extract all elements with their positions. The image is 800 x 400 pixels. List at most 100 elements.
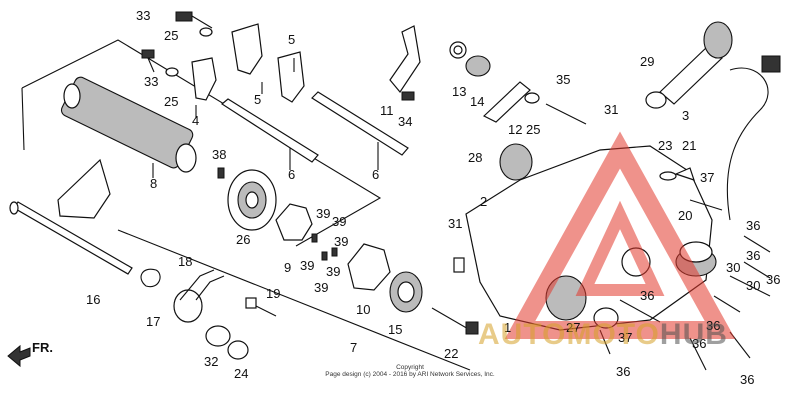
copyright-line-2: Page design (c) 2004 - 2016 by ARI Netwo…: [325, 371, 495, 378]
label-25-mid: 25: [164, 94, 178, 109]
label-31-top: 31: [604, 102, 618, 117]
bolt-33-top: [175, 11, 213, 37]
return-spring-18: [173, 269, 225, 323]
clip-21: [674, 167, 695, 181]
label-39-b: 39: [332, 214, 346, 229]
label-39-f: 39: [314, 280, 328, 295]
label-9: 9: [284, 260, 291, 275]
label-39-e: 39: [326, 264, 340, 279]
label-3: 3: [682, 108, 689, 123]
shift-forks: [191, 23, 305, 118]
part-labels: 33 25 5 4 8 6 11 34 13 14 12 35 29 3 31 …: [32, 8, 780, 387]
label-13: 13: [452, 84, 466, 99]
label-21: 21: [682, 138, 696, 153]
bearing-26: [227, 169, 277, 231]
washer-25-arm: [524, 92, 540, 104]
label-15: 15: [388, 322, 402, 337]
label-26: 26: [236, 232, 250, 247]
bolt-35: [545, 103, 587, 125]
watermark-suffix: HUB: [659, 318, 728, 351]
label-1: 1: [504, 320, 511, 335]
label-24: 24: [234, 366, 248, 381]
front-arrow-label: FR.: [32, 340, 53, 355]
shift-cam-10: [347, 243, 391, 291]
label-36-b: 36: [746, 248, 760, 263]
bolt-37: [689, 199, 723, 211]
label-35: 35: [556, 72, 570, 87]
label-33-mid: 33: [144, 74, 158, 89]
assembly-box-bottom: [117, 229, 471, 371]
label-8: 8: [150, 176, 157, 191]
label-31-mid: 31: [448, 216, 462, 231]
stopper-plate: [389, 25, 421, 94]
clip-17: [140, 268, 161, 288]
shift-arm: [482, 81, 531, 123]
label-6-left: 6: [288, 167, 295, 182]
dowel-31: [453, 257, 465, 273]
label-36-right: 36: [746, 218, 760, 233]
bolt-34: [401, 91, 415, 101]
label-28: 28: [468, 150, 482, 165]
label-38: 38: [212, 147, 226, 162]
label-25-top: 25: [164, 28, 178, 43]
label-6-right: 6: [372, 167, 379, 182]
label-39-a: 39: [316, 206, 330, 221]
label-19: 19: [266, 286, 280, 301]
washer-32: [205, 325, 231, 347]
label-30-b: 30: [746, 278, 760, 293]
spring-13: [449, 41, 467, 59]
label-34: 34: [398, 114, 412, 129]
label-33-top: 33: [136, 8, 150, 23]
bolt-22: [431, 307, 479, 335]
front-arrow: [7, 344, 31, 368]
label-30-a: 30: [726, 260, 740, 275]
label-2: 2: [480, 194, 487, 209]
pin-39-c: [331, 247, 338, 257]
label-36-g: 36: [740, 372, 754, 387]
label-37-b: 37: [618, 330, 632, 345]
pin-19: [245, 297, 277, 317]
gasket-23: [659, 171, 677, 181]
label-23: 23: [658, 138, 672, 153]
watermark-main: AUTOMOTO: [478, 318, 660, 351]
label-39-c: 39: [334, 234, 348, 249]
shift-drum: [60, 76, 197, 178]
copyright-notice: Copyright Page design (c) 2004 - 2016 by…: [310, 364, 510, 378]
fork-shafts: [220, 91, 409, 170]
pin-39-a: [311, 233, 318, 243]
bearing-15: [389, 271, 423, 313]
label-11: 11: [380, 103, 394, 118]
washer-24: [227, 340, 249, 360]
label-17: 17: [146, 314, 160, 329]
label-29: 29: [640, 54, 654, 69]
label-10: 10: [356, 302, 370, 317]
label-27: 27: [566, 320, 580, 335]
label-5-top: 5: [288, 32, 295, 47]
label-37: 37: [700, 170, 714, 185]
label-22: 22: [444, 346, 458, 361]
label-36-c: 36: [766, 272, 780, 287]
label-16: 16: [86, 292, 100, 307]
label-4: 4: [192, 113, 199, 128]
label-36-h: 36: [616, 364, 630, 379]
shift-lever: [645, 21, 781, 221]
watermark-logo: AUTOMOTOHUB: [478, 318, 728, 352]
label-20: 20: [678, 208, 692, 223]
shift-cam-9: [275, 203, 313, 241]
label-18: 18: [178, 254, 192, 269]
label-39-d: 39: [300, 258, 314, 273]
bolt-33-mid: [141, 49, 179, 77]
label-5-bottom: 5: [254, 92, 261, 107]
label-12: 12: [508, 122, 522, 137]
pin-38: [217, 167, 225, 179]
gearshift-spindle: [9, 158, 133, 275]
oil-seal-28: [499, 143, 533, 181]
assembly-box-left: [21, 87, 25, 151]
label-32: 32: [204, 354, 218, 369]
collar-14: [465, 55, 491, 77]
label-7: 7: [350, 340, 357, 355]
copyright-line-1: Copyright: [396, 364, 424, 371]
label-36-f: 36: [692, 336, 706, 351]
